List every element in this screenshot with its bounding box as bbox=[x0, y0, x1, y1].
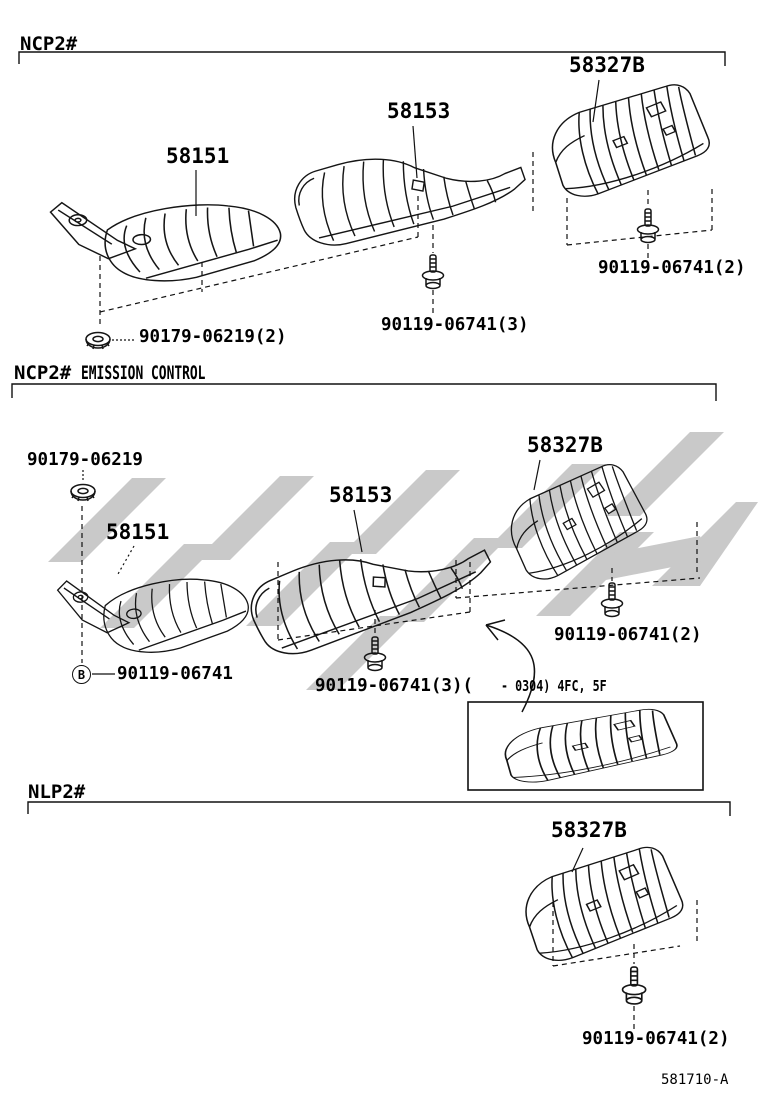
section-header-model: NCP2# bbox=[14, 362, 72, 384]
dashed-lines-sec1 bbox=[99, 152, 713, 327]
section-ncp2-emission-drawing bbox=[56, 457, 704, 791]
heat-shield-58153-drawing bbox=[292, 150, 529, 248]
inset-variant-box bbox=[467, 701, 704, 791]
section-ncp2-drawing bbox=[49, 78, 716, 350]
inset-variant-shield-drawing bbox=[500, 704, 681, 787]
nut-icon-sec1 bbox=[85, 331, 111, 350]
curved-arrow-icon bbox=[485, 619, 536, 713]
part-number-58327b: 58327B bbox=[569, 53, 645, 77]
leader-lines-sec2 bbox=[82, 459, 541, 675]
part-number-58153: 58153 bbox=[387, 99, 451, 123]
section-brackets bbox=[11, 51, 731, 816]
bolt-icon-sec3 bbox=[621, 966, 647, 1005]
fastener-number-90179-06219-2: 90179-06219(2) bbox=[139, 327, 287, 347]
part-number-58153: 58153 bbox=[329, 483, 393, 507]
part-number-58151: 58151 bbox=[106, 520, 170, 544]
section-nlp2-drawing bbox=[516, 840, 698, 1029]
heat-shield-58327b-drawing bbox=[543, 78, 716, 203]
section-header-nlp2: NLP2# bbox=[28, 781, 86, 803]
section-header-ncp2-emission: NCP2# EMISSION CONTROL bbox=[14, 364, 264, 383]
heat-shield-58151-drawing bbox=[49, 194, 283, 286]
nut-icon-sec2 bbox=[70, 483, 96, 502]
diagram-doc-code: 581710-A bbox=[661, 1072, 729, 1088]
section-header-note: EMISSION CONTROL bbox=[81, 362, 206, 384]
fastener-number-90119-06741-2: 90119-06741(2) bbox=[554, 625, 702, 645]
watermark-logo bbox=[48, 432, 758, 690]
bolt-icon-sec2-right bbox=[600, 582, 624, 618]
bolt-icon-sec1-center bbox=[421, 254, 445, 290]
fastener-number-90119-06741: 90119-06741 bbox=[117, 664, 233, 684]
leader-lines-sec1 bbox=[112, 79, 600, 341]
dashed-lines-sec2 bbox=[81, 506, 701, 663]
bolt-icon-sec1-right bbox=[636, 208, 660, 244]
leader-lines-sec3 bbox=[571, 847, 584, 873]
part-number-58151: 58151 bbox=[166, 144, 230, 168]
fastener-number-90119-06741-3: 90119-06741(3)( bbox=[315, 676, 474, 696]
applicability-note: - 0304) 4FC, 5F bbox=[501, 677, 607, 695]
fastener-number-90119-06741-3: 90119-06741(3) bbox=[381, 315, 529, 335]
section-header-ncp2: NCP2# bbox=[20, 33, 78, 55]
fastener-number-90179-06219: 90179-06219 bbox=[27, 450, 143, 470]
callout-circle-b: B bbox=[72, 665, 91, 684]
fastener-number-90119-06741-2: 90119-06741(2) bbox=[582, 1029, 730, 1049]
part-number-58327b: 58327B bbox=[527, 433, 603, 457]
fastener-number-90119-06741-2: 90119-06741(2) bbox=[598, 258, 746, 278]
bracket-ncp2-emission bbox=[11, 383, 717, 401]
part-number-58327b: 58327B bbox=[551, 818, 627, 842]
heat-shield-58327b-drawing bbox=[516, 840, 690, 968]
bracket-ncp2 bbox=[18, 51, 726, 66]
bracket-nlp2 bbox=[27, 801, 731, 816]
dashed-lines-sec3 bbox=[552, 900, 698, 1029]
